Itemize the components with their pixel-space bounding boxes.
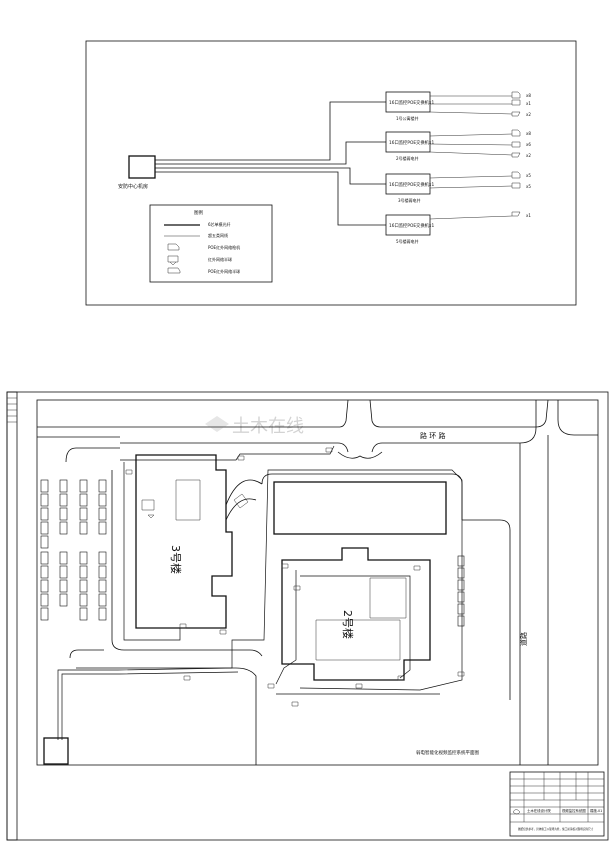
parking-col-right (457, 555, 465, 627)
legend-title: 图例 (194, 209, 203, 216)
switch-2: 16口监控POE交换机x1 2号楼弱电井 x8 x6 x2 (385, 129, 531, 161)
switch-3-out-1: x5 (526, 184, 531, 189)
switch-1-caption: 1号公寓楼井 (396, 115, 419, 121)
watermark-text: 土木在线 (232, 416, 304, 437)
switch-1-out-1: x1 (526, 101, 531, 106)
switch-2-label: 16口监控POE交换机x1 (389, 139, 434, 146)
site-cable-runs (57, 445, 463, 740)
binding-strip (6, 391, 18, 841)
legend-item-3: 红外网络半球 (208, 256, 232, 262)
sheet-border (6, 391, 609, 841)
plaza (273, 481, 447, 535)
switch-1-out-0: x8 (526, 93, 531, 98)
title-block-logo-icon (512, 809, 521, 815)
title-block-note: 图纸仅供参考，具体施工以现场为准，施工前请核对现场实际尺寸 (518, 827, 594, 831)
top-road-label: 路 环 路 (420, 431, 445, 440)
switch-3-caption: 3号楼弱电井 (398, 197, 421, 203)
site-security-room (43, 737, 69, 765)
building-3: 3号楼 (135, 454, 233, 629)
legend-item-1: 超五类网线 (208, 232, 228, 238)
switch-1-out-2: x2 (526, 112, 531, 117)
security-center-label: 安防中心机房 (118, 183, 148, 190)
bullet-camera-icon (167, 243, 180, 251)
parking-col-3 (79, 479, 88, 621)
switch-2-out-2: x2 (526, 153, 531, 158)
dome-camera-icon (167, 255, 179, 266)
right-road-label: 道路 (519, 632, 528, 646)
entrance-canopy (225, 479, 263, 521)
switch-3: 16口监控POE交换机x1 3号楼弱电井 x5 x5 (385, 171, 531, 203)
legend-item-4: POE红外网络半球 (208, 268, 240, 274)
legend-item-2: POE红外网络枪机 (208, 244, 240, 250)
switch-4-label: 16口监控POE交换机x1 (389, 222, 434, 229)
right-road (519, 435, 549, 765)
legend-item-0: 6芯单模光纤 (208, 221, 231, 227)
switch-2-caption: 2号楼弱电井 (396, 155, 419, 161)
title-block-company: 土木在线设计院 (527, 808, 551, 813)
switch-1: 16口监控POE交换机x1 1号公寓楼井 x8 x1 x2 (385, 91, 531, 121)
switch-1-label: 16口监控POE交换机x1 (389, 99, 434, 106)
title-block-sheet-no: 弱施-01 (590, 808, 602, 813)
switch-4-caption: 5号楼弱电井 (396, 238, 419, 244)
building-2: 2号楼 (281, 547, 431, 681)
drawing-frame (36, 399, 599, 766)
building-2-label: 2号楼 (341, 610, 355, 639)
poe-dome-camera-icon (167, 267, 181, 274)
security-center-box (128, 155, 156, 179)
schematic-frame (85, 40, 577, 306)
watermark: 土木在线 (205, 416, 304, 437)
parking-col-2 (59, 479, 68, 607)
legend: 图例 6芯单模光纤 超五类网线 POE红外网络枪机 红外网络半球 POE红外网络… (149, 204, 273, 283)
binding-strip-marks (7, 397, 17, 423)
switch-2-out-0: x8 (526, 131, 531, 136)
switch-4-out-0: x1 (526, 213, 531, 218)
building-3-label: 3号楼 (169, 545, 183, 574)
parking-col-1 (40, 479, 49, 621)
switch-3-out-0: x5 (526, 173, 531, 178)
top-road (37, 399, 598, 459)
switch-2-out-1: x6 (526, 142, 531, 147)
switch-4: 16口监控POE交换机x1 5号楼弱电井 x1 (385, 211, 531, 244)
plan-caption: 弱电智能化视频监控系统平面图 (416, 749, 479, 756)
parking-col-4 (98, 479, 107, 621)
site-camera-markers (125, 447, 465, 707)
switch-3-label: 16口监控POE交换机x1 (389, 181, 434, 188)
title-block-project: 视频监控系统图 (562, 808, 586, 813)
fiber-trunks (155, 101, 386, 226)
title-block: 视频监控系统图 弱施-01 土木在线设计院 图纸仅供参考，具体施工以现场为准，施… (509, 771, 605, 837)
site-lot-lines (65, 447, 511, 765)
parking-rows (40, 479, 465, 627)
